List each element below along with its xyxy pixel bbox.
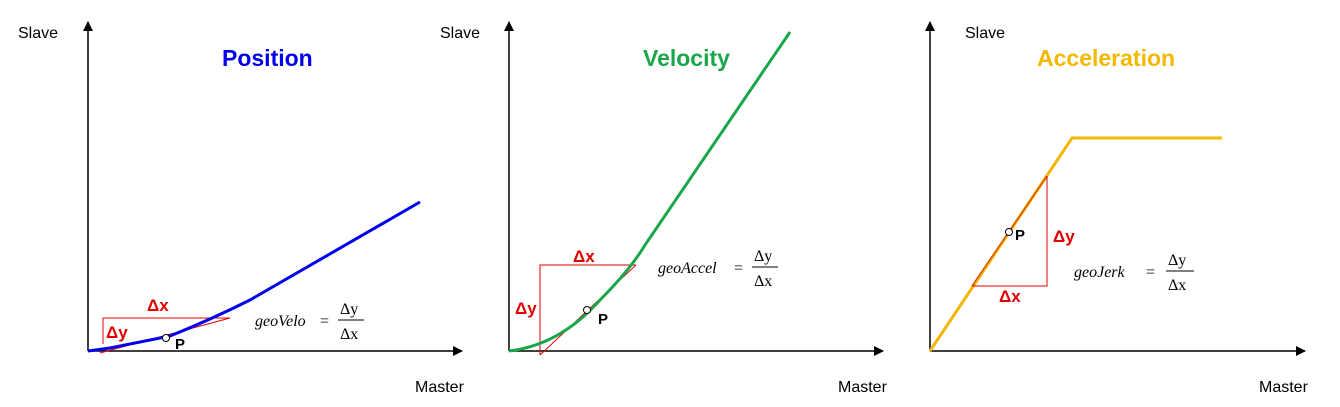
y-axis-label: Slave bbox=[440, 25, 480, 42]
x-axis-label: Master bbox=[415, 379, 465, 396]
y-axis-label: Slave bbox=[965, 25, 1005, 42]
formula-denominator: Δx bbox=[340, 326, 358, 343]
formula: geoAccel = Δy Δx bbox=[658, 248, 778, 290]
formula-denominator: Δx bbox=[1168, 277, 1186, 294]
delta-x-label: Δx bbox=[573, 247, 595, 266]
point-marker bbox=[583, 306, 591, 314]
point-label: P bbox=[1015, 227, 1025, 244]
panel-title: Acceleration bbox=[1037, 45, 1175, 71]
acceleration-curve bbox=[928, 136, 1222, 352]
position-curve bbox=[87, 200, 421, 353]
velocity-curve bbox=[508, 31, 792, 353]
x-axis-label: Master bbox=[1259, 379, 1309, 396]
point-marker bbox=[162, 334, 170, 342]
delta-y-label: Δy bbox=[1053, 227, 1075, 246]
formula-equals: = bbox=[320, 313, 329, 330]
x-axis-label: Master bbox=[838, 379, 888, 396]
formula-numerator: Δy bbox=[1168, 252, 1186, 269]
tangent-triangle bbox=[102, 317, 230, 344]
formula: geoJerk = Δy Δx bbox=[1074, 252, 1194, 294]
tangent-triangle bbox=[539, 264, 636, 355]
velocity-panel: Slave Master Velocity P Δx Δy geoAccel =… bbox=[440, 21, 888, 396]
point-label: P bbox=[598, 311, 608, 328]
delta-x-label: Δx bbox=[999, 287, 1021, 306]
formula-equals: = bbox=[1146, 264, 1155, 281]
acceleration-panel: Slave Master Acceleration P Δy Δx geoJer… bbox=[925, 21, 1309, 396]
formula-equals: = bbox=[734, 260, 743, 277]
panel-title: Velocity bbox=[643, 45, 730, 71]
tangent-triangle bbox=[972, 176, 1048, 287]
position-panel: Slave Master Position P Δx Δy geoVelo = … bbox=[18, 21, 465, 396]
delta-y-label: Δy bbox=[106, 323, 128, 342]
formula: geoVelo = Δy Δx bbox=[255, 301, 364, 343]
panel-title: Position bbox=[222, 45, 313, 71]
formula-numerator: Δy bbox=[754, 248, 772, 265]
y-axis-label: Slave bbox=[18, 25, 58, 42]
point-marker bbox=[1005, 228, 1013, 236]
formula-denominator: Δx bbox=[754, 273, 772, 290]
delta-x-label: Δx bbox=[147, 296, 169, 315]
formula-numerator: Δy bbox=[340, 301, 358, 318]
formula-name: geoJerk bbox=[1074, 264, 1126, 281]
point-label: P bbox=[175, 336, 185, 353]
formula-name: geoAccel bbox=[658, 260, 717, 277]
delta-y-label: Δy bbox=[515, 299, 537, 318]
formula-name: geoVelo bbox=[255, 313, 306, 330]
